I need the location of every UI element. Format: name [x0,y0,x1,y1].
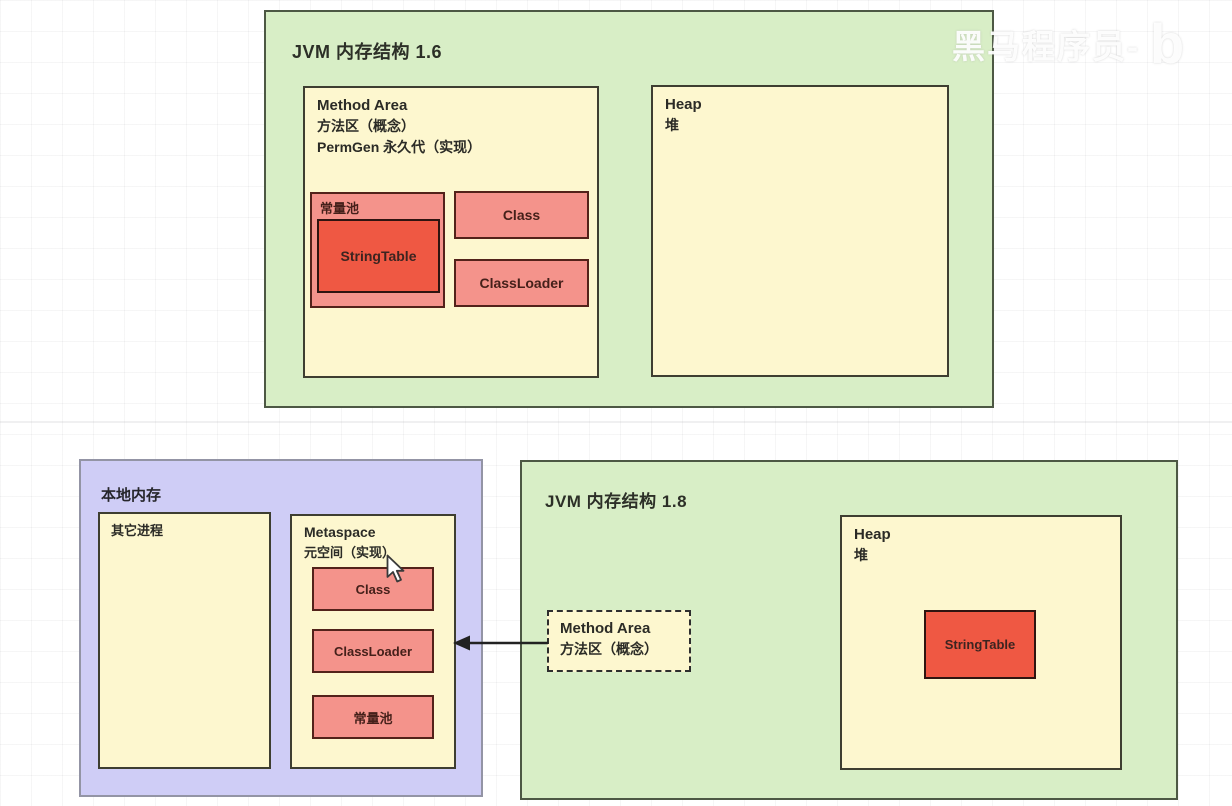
class-16-label: Class [502,207,541,223]
classloader-16-box: ClassLoader [454,259,589,307]
method-area-to-metaspace-arrow [453,635,548,651]
mouse-cursor-icon [386,554,405,583]
metaspace-constant-pool-label: 常量池 [353,710,393,726]
heap-18-box: Heap 堆 StringTable [840,515,1122,770]
stringtable-16-box: StringTable [317,219,440,293]
jvm-18-container: JVM 内存结构 1.8 Method Area 方法区（概念） Heap 堆 … [520,460,1178,800]
method-area-16-cn: 方法区（概念） [317,118,415,134]
jvm-16-container: JVM 内存结构 1.6 Method Area 方法区（概念） PermGen… [264,10,994,408]
metaspace-box: Metaspace 元空间（实现） Class ClassLoader 常量池 [290,514,456,769]
metaspace-constant-pool-box: 常量池 [312,695,434,739]
classloader-16-label: ClassLoader [479,275,564,291]
grid-line-horizontal [0,421,1232,423]
method-area-16-box: Method Area 方法区（概念） PermGen 永久代（实现） 常量池 … [303,86,599,378]
metaspace-classloader-label: ClassLoader [333,643,413,659]
other-process-box: 其它进程 [98,512,271,769]
constant-pool-16-label: 常量池 [320,201,360,216]
metaspace-cn: 元空间（实现） [304,545,396,560]
heap-18-cn: 堆 [854,547,868,563]
metaspace-class-box: Class [312,567,434,611]
method-area-18-cn: 方法区（概念） [560,641,658,657]
watermark-b-play-logo-icon: b [1150,12,1187,75]
metaspace-name: Metaspace [304,524,376,540]
native-memory-title: 本地内存 [101,487,162,504]
method-area-18-name: Method Area [560,620,651,637]
heap-16-cn: 堆 [665,117,679,133]
method-area-16-name: Method Area [317,97,408,114]
constant-pool-16-box: 常量池 StringTable [310,192,445,308]
method-area-16-impl: PermGen 永久代（实现） [317,139,482,155]
heap-16-name: Heap [665,96,702,113]
stringtable-18-box: StringTable [924,610,1036,679]
other-process-label: 其它进程 [111,523,164,538]
jvm-18-title: JVM 内存结构 1.8 [545,492,688,511]
native-memory-container: 本地内存 其它进程 Metaspace 元空间（实现） Class ClassL… [79,459,483,797]
metaspace-classloader-box: ClassLoader [312,629,434,673]
jvm-16-title: JVM 内存结构 1.6 [292,42,443,62]
metaspace-class-label: Class [355,581,391,597]
method-area-18-box: Method Area 方法区（概念） [547,610,691,672]
stringtable-18-label: StringTable [944,637,1016,652]
heap-18-name: Heap [854,526,891,543]
heap-16-box: Heap 堆 [651,85,949,377]
class-16-box: Class [454,191,589,239]
stringtable-16-label: StringTable [340,248,417,264]
